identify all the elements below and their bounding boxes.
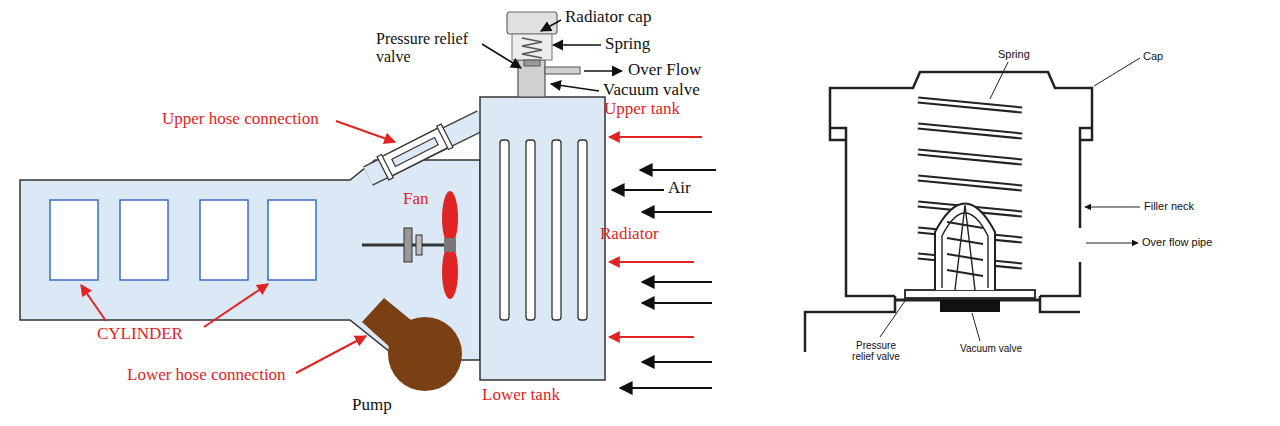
part-label: Fan (403, 190, 429, 209)
part-label: Spring (605, 35, 650, 54)
fan (362, 191, 458, 299)
part-label: Upper tank (604, 100, 680, 119)
flow-label: Air (668, 179, 691, 198)
part-label: Vacuum valve (603, 81, 700, 100)
cap-spring (918, 100, 1022, 312)
part-label: Vacuum valve (960, 343, 1022, 354)
part-label: Radiator cap (565, 8, 651, 27)
cap-leaders (880, 58, 1140, 341)
part-label: Upper hose connection (162, 110, 319, 129)
part-label: Pump (352, 396, 392, 415)
upper-hose (368, 120, 482, 180)
part-label: Over Flow (628, 61, 701, 80)
cap-cross-section (805, 72, 1092, 352)
part-label: Lower hose connection (127, 366, 286, 385)
water-pump (362, 298, 462, 391)
radiator-core (480, 97, 605, 380)
part-label: Lower tank (482, 386, 560, 405)
leader-arrows (81, 20, 716, 388)
part-label: Pressure relief valve (376, 30, 494, 65)
part-label: Over flow pipe (1142, 236, 1212, 248)
part-label: Cap (1143, 50, 1163, 62)
part-label: Filler neck (1144, 200, 1194, 212)
part-label: Radiator (600, 225, 659, 244)
part-label: Spring (998, 48, 1030, 60)
part-label: Pressure relief valve (845, 340, 907, 362)
part-label: CYLINDER (97, 325, 183, 344)
